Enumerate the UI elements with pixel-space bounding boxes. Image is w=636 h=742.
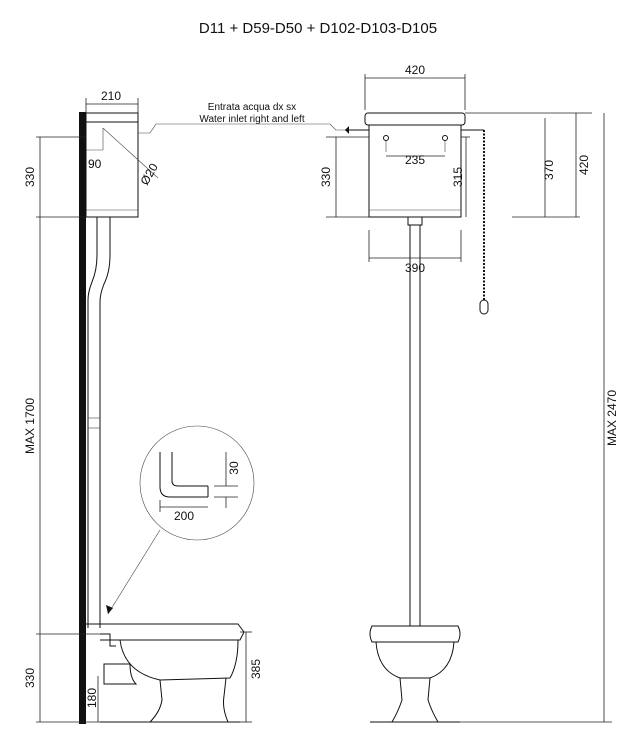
- front-pan-rim: [369, 625, 461, 643]
- front-max-height-label: MAX 2470: [605, 390, 619, 446]
- side-cistern-lid: [85, 112, 139, 123]
- inlet-label-en: Water inlet right and left: [199, 114, 304, 125]
- detail-horizontal-label: 200: [174, 509, 194, 523]
- side-outlet-height-label: 180: [85, 688, 99, 708]
- side-angle-label: 90: [88, 157, 102, 171]
- front-cistern-height-label: 330: [319, 167, 333, 187]
- front-top-width-label: 420: [405, 63, 425, 77]
- side-diameter-label: Ø20: [137, 161, 161, 188]
- side-pan-pedestal: [148, 677, 229, 723]
- inlet-label-it: Entrata acqua dx sx: [208, 102, 296, 113]
- front-height-370-label: 370: [542, 160, 556, 180]
- inlet-annotation: Entrata acqua dx sx Water inlet right an…: [138, 102, 349, 134]
- front-cistern-lid: [364, 112, 466, 126]
- front-height-420-label: 420: [577, 155, 591, 175]
- front-inner-height-label: 315: [451, 167, 465, 187]
- front-inlet-spacing-label: 235: [405, 153, 425, 167]
- side-pan-outlet: [103, 663, 138, 685]
- side-cistern-height-label: 330: [23, 167, 37, 187]
- side-view: 90 Ø20 330 MAX 1700 330 180 385: [23, 89, 263, 724]
- detail-view: 30 200: [106, 425, 255, 615]
- front-bottom-width-label: 390: [405, 261, 425, 275]
- wall: [79, 112, 86, 724]
- front-pan-bowl: [375, 641, 455, 679]
- side-pan-bowl: [119, 639, 239, 681]
- front-pan-pedestal: [391, 677, 439, 723]
- detail-vertical-label: 30: [227, 461, 241, 475]
- side-max-height-label: MAX 1700: [23, 398, 37, 454]
- side-rim-height-label: 385: [249, 659, 263, 679]
- detail-circle: [139, 425, 255, 541]
- side-pan-height-label: 330: [23, 668, 37, 688]
- front-view: 235 420 390 330 315: [319, 63, 619, 723]
- drawing-title: D11 + D59-D50 + D102-D103-D105: [199, 20, 437, 37]
- side-top-width-label: 210: [101, 89, 121, 103]
- pull-handle: [479, 299, 489, 315]
